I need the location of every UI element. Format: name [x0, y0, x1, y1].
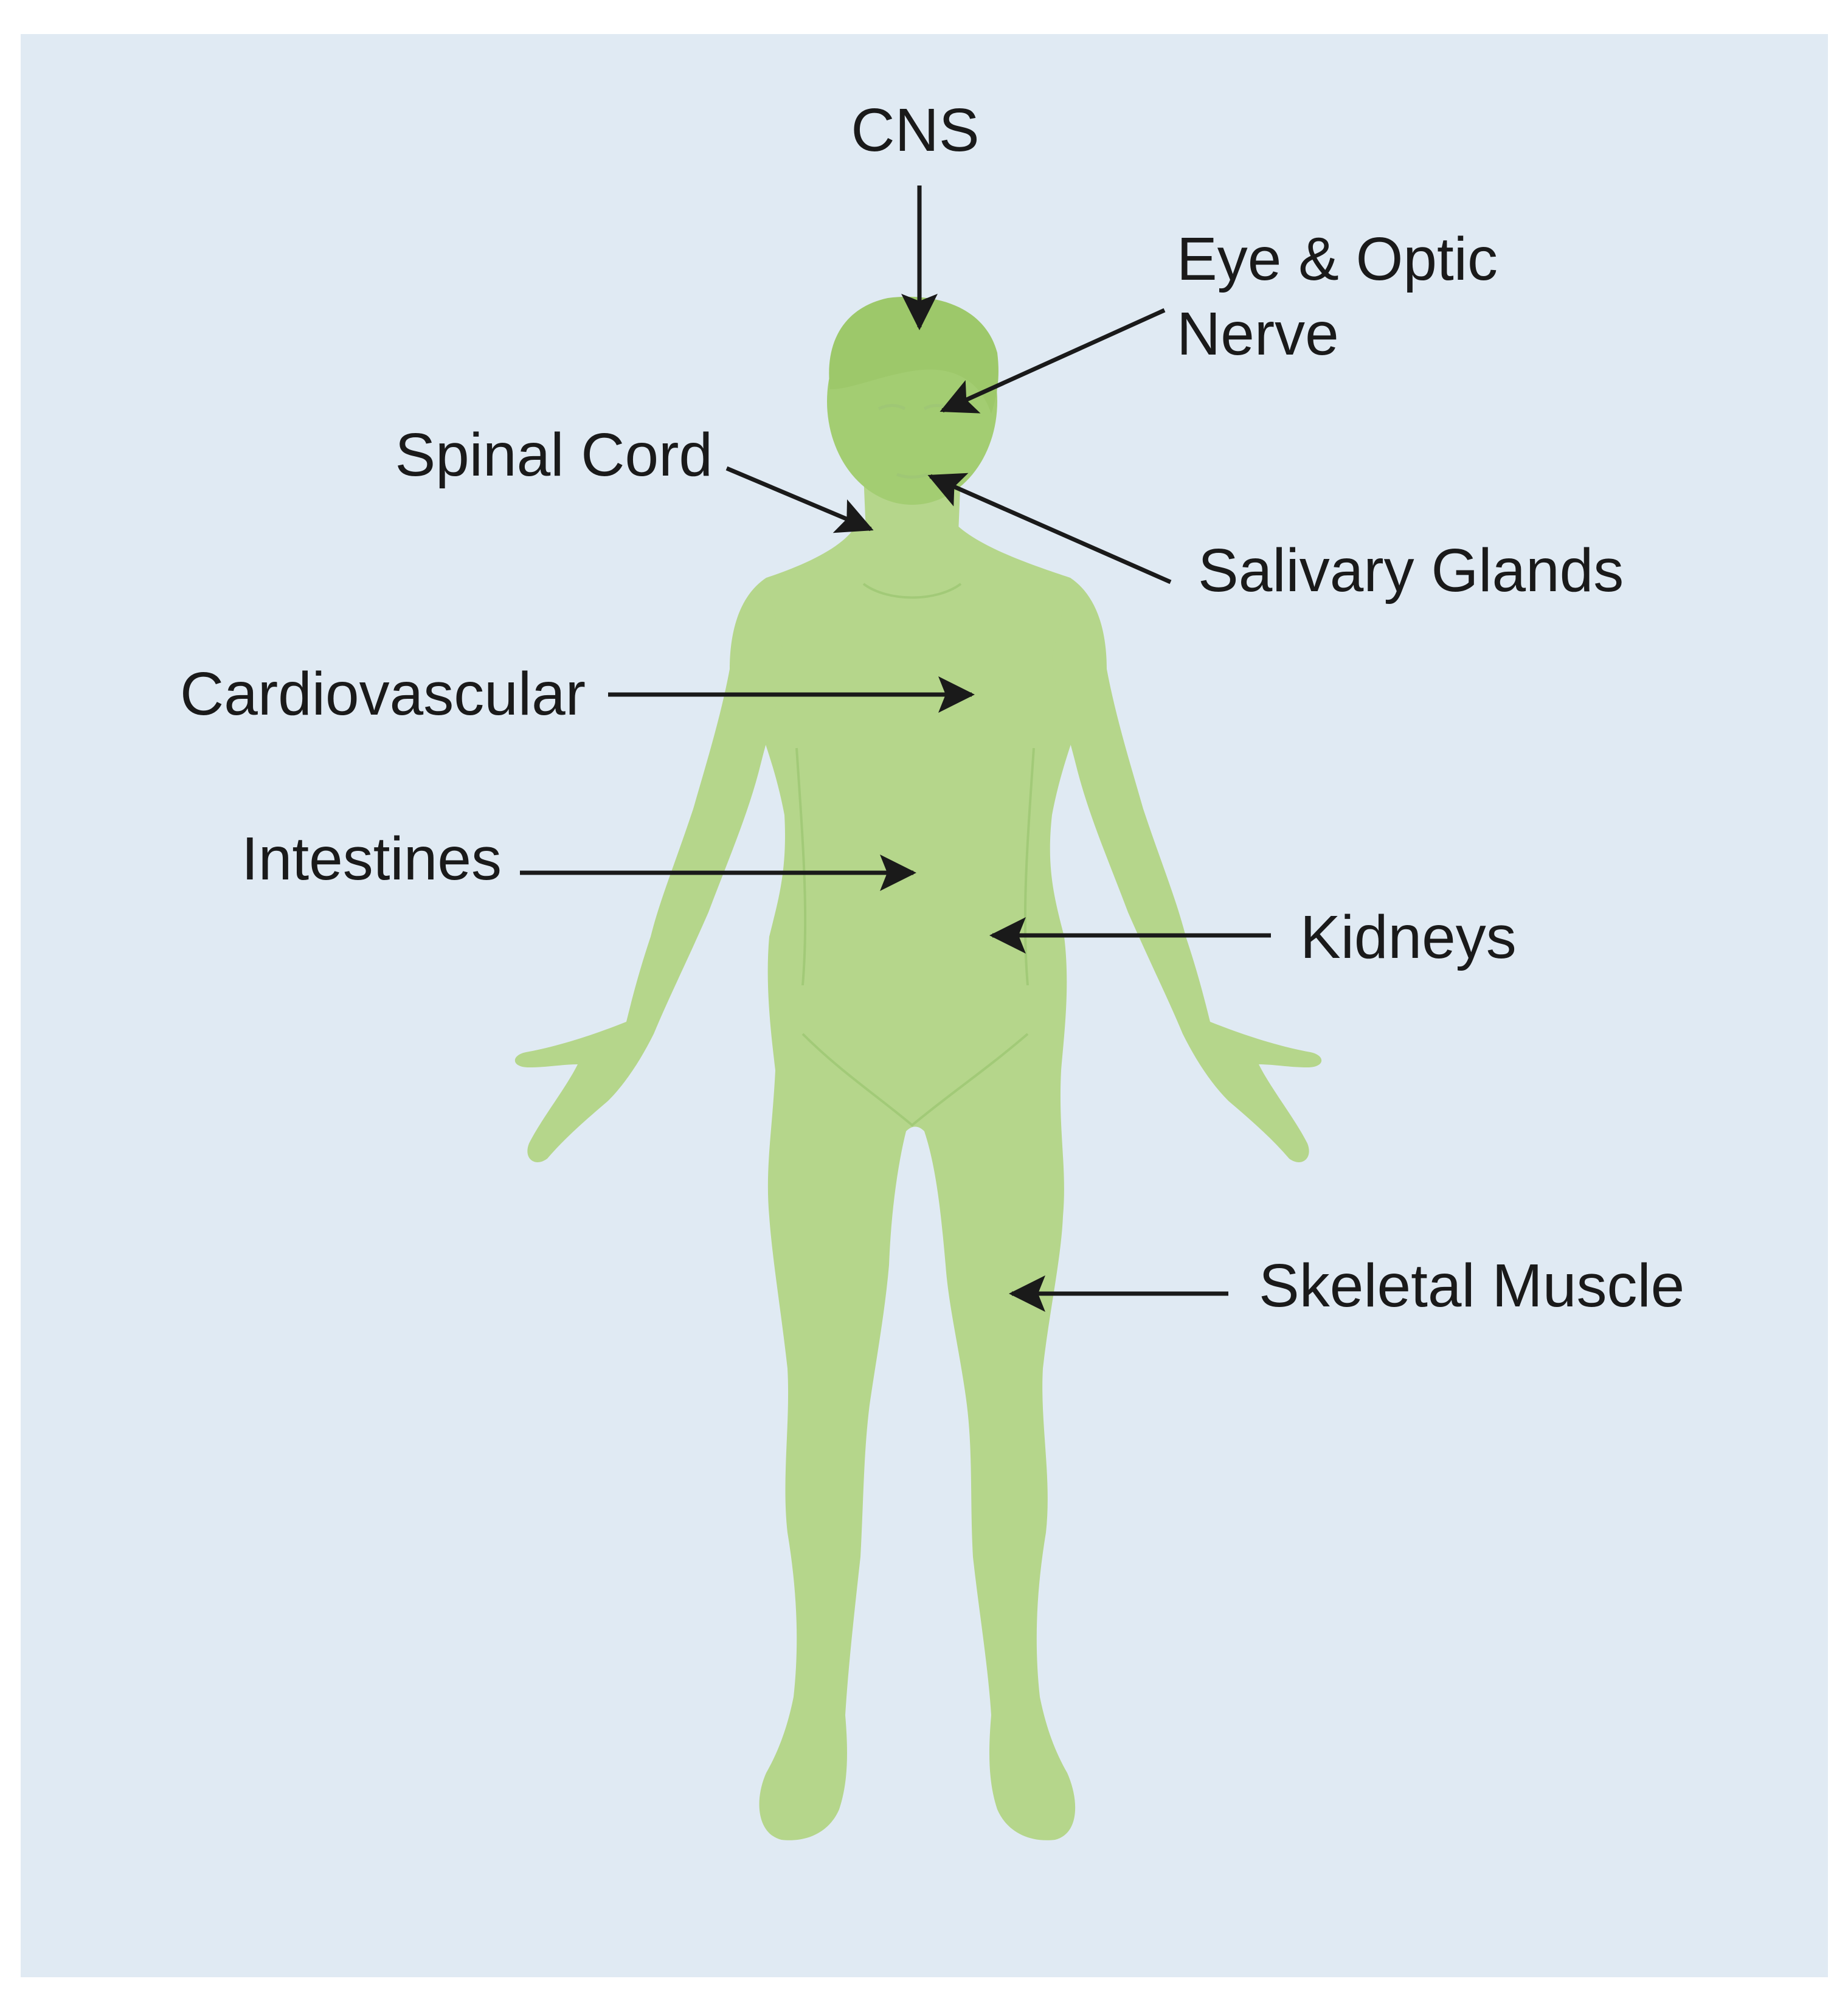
- arrow-salivary-glands: [927, 473, 1172, 584]
- label-eye-line1: Eye & Optic: [1177, 225, 1498, 293]
- label-eye-line2: Nerve: [1177, 300, 1339, 368]
- right-arm: [1052, 578, 1322, 1162]
- arrow-spinal-cord: [725, 466, 874, 533]
- labels: CNS Eye & Optic Nerve Spinal Cord Saliva…: [180, 96, 1684, 1320]
- torso-and-legs: [741, 523, 1096, 1840]
- label-salivary-glands: Salivary Glands: [1198, 536, 1624, 605]
- arrows: [520, 185, 1271, 1312]
- label-skeletal-muscle: Skeletal Muscle: [1259, 1252, 1684, 1320]
- label-cardiovascular: Cardiovascular: [180, 660, 586, 728]
- label-spinal-cord: Spinal Cord: [395, 421, 713, 489]
- label-cns: CNS: [851, 96, 979, 164]
- arrow-eye-optic-nerve: [940, 308, 1166, 414]
- hair: [829, 296, 998, 414]
- left-arm: [514, 578, 784, 1162]
- label-intestines: Intestines: [241, 825, 502, 893]
- label-kidneys: Kidneys: [1300, 903, 1517, 971]
- mouth: [896, 473, 928, 479]
